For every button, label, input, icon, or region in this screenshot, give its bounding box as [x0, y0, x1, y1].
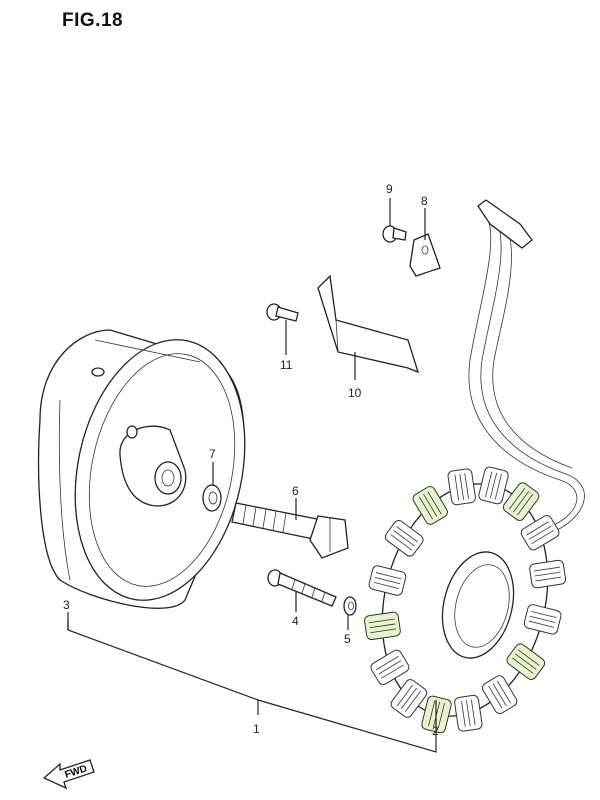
coil-winding-line — [375, 572, 402, 580]
coil-winding-line — [531, 610, 557, 619]
coil-winding-line — [370, 628, 397, 634]
coil-winding-line — [528, 525, 552, 540]
callout-9: 9 — [386, 182, 393, 196]
coil-winding-line — [512, 657, 534, 674]
coil-winding-line — [396, 526, 418, 543]
callout-11: 11 — [280, 358, 293, 372]
coil-winding-line — [368, 618, 395, 624]
clamp-8 — [409, 233, 441, 277]
coil-winding-line — [423, 494, 438, 517]
coil-winding-line — [492, 683, 507, 706]
coil-winding-line — [496, 680, 511, 704]
leader-lines — [67, 198, 437, 753]
coil-winding-line — [459, 473, 465, 500]
coil-winding-line — [464, 473, 469, 500]
coil-winding-line — [531, 529, 555, 545]
coil-winding-line — [529, 615, 556, 623]
coil-winding-line — [400, 687, 417, 710]
coil-winding-line — [374, 577, 401, 585]
coil-winding-line — [393, 530, 415, 547]
stator-bolt-4 — [267, 569, 337, 607]
coil-winding-line — [489, 472, 498, 499]
callout-10: 10 — [348, 386, 362, 400]
fwd-arrow-icon: FWD — [42, 759, 95, 790]
figure-title: FIG.18 — [62, 10, 124, 31]
coil-winding-line — [396, 684, 413, 707]
coil-winding-line — [375, 656, 399, 671]
screw-9 — [382, 225, 407, 243]
callout-6: 6 — [292, 484, 299, 498]
coil-winding-line — [534, 571, 561, 577]
coil-winding-line — [518, 649, 540, 666]
callout-8: 8 — [421, 194, 428, 208]
coil-winding-line — [428, 700, 436, 726]
coil-winding-line — [378, 660, 402, 675]
coil-winding-line — [390, 534, 412, 551]
coil-winding-line — [373, 581, 399, 589]
coil-winding-line — [535, 576, 562, 582]
callout-4: 4 — [292, 614, 299, 628]
coil-winding-line — [528, 620, 555, 628]
flywheel-bolt-6 — [231, 502, 349, 559]
coil-winding-line — [513, 490, 530, 513]
coil-winding-line — [454, 474, 460, 501]
washer-5 — [343, 596, 357, 616]
coil-winding-line — [533, 566, 560, 572]
coil-winding-line — [427, 491, 442, 515]
wire-guide-plate-10 — [317, 274, 420, 374]
coil-winding-line — [509, 487, 526, 510]
coil-winding-line — [466, 700, 471, 727]
screw-11 — [266, 303, 299, 322]
coil-winding-line — [515, 653, 537, 670]
flywheel-rotor — [37, 329, 246, 609]
coil-winding-line — [404, 690, 421, 713]
coil-winding-line — [526, 521, 549, 536]
coil-winding-line — [517, 493, 534, 516]
coil-winding-line — [418, 496, 434, 520]
coil-winding-line — [461, 701, 466, 727]
callout-2: 2 — [432, 724, 439, 738]
coil-winding-line — [494, 473, 502, 500]
callout-5: 5 — [344, 632, 351, 646]
coil-winding-line — [381, 664, 404, 679]
coil-winding-line — [485, 471, 493, 497]
callout-3: 3 — [63, 598, 70, 612]
callout-1: 1 — [253, 722, 260, 736]
coil-winding-line — [437, 702, 445, 729]
callout-7: 7 — [209, 447, 216, 461]
washer-7 — [202, 484, 222, 512]
stator-2 — [364, 199, 585, 734]
coil-winding-line — [488, 685, 503, 709]
coil-winding-line — [369, 623, 396, 629]
coil-winding-line — [470, 699, 476, 726]
